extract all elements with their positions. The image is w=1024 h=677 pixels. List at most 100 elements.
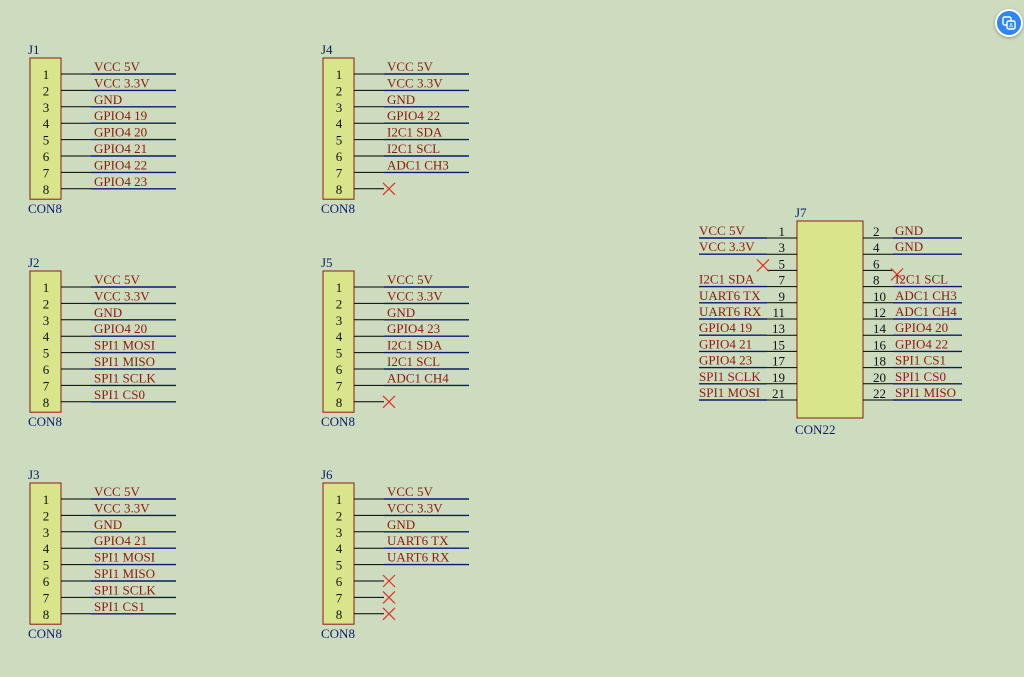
pin-number: 1 bbox=[779, 224, 786, 239]
connector-designator: J1 bbox=[28, 42, 40, 57]
pin-number: 1 bbox=[43, 67, 50, 82]
pin-number: 4 bbox=[336, 116, 343, 131]
no-connect-mark bbox=[382, 607, 396, 621]
pin-number: 22 bbox=[873, 386, 886, 401]
net-label: I2C1 SCL bbox=[387, 354, 440, 369]
connector-designator: J2 bbox=[28, 255, 40, 270]
net-label: I2C1 SCL bbox=[895, 272, 948, 287]
net-label: ADC1 CH4 bbox=[895, 304, 957, 319]
net-label: VCC 3.3V bbox=[387, 500, 443, 515]
net-label: GPIO4 22 bbox=[94, 157, 147, 172]
header-value: CON22 bbox=[795, 422, 835, 437]
pin-number: 7 bbox=[779, 273, 786, 288]
pin-number: 1 bbox=[43, 280, 50, 295]
net-label: GPIO4 19 bbox=[94, 108, 147, 123]
pin-number: 8 bbox=[336, 607, 343, 622]
pin-number: 3 bbox=[43, 525, 50, 540]
net-label: VCC 5V bbox=[94, 272, 140, 287]
net-label: GPIO4 20 bbox=[94, 125, 147, 140]
pin-number: 2 bbox=[43, 296, 50, 311]
net-label: GND bbox=[94, 92, 122, 107]
pin-number: 3 bbox=[336, 313, 343, 328]
net-label: GPIO4 23 bbox=[387, 321, 440, 336]
net-label: GPIO4 21 bbox=[94, 533, 147, 548]
connector-body bbox=[29, 57, 62, 200]
pin-number: 1 bbox=[336, 67, 343, 82]
net-label: SPI1 SCLK bbox=[94, 582, 156, 597]
pin-number: 8 bbox=[873, 273, 880, 288]
connector-value: CON8 bbox=[28, 626, 62, 641]
net-label: ADC1 CH3 bbox=[387, 157, 449, 172]
net-label: VCC 3.3V bbox=[94, 500, 150, 515]
pin-number: 20 bbox=[873, 370, 886, 385]
net-label: GND bbox=[895, 223, 923, 238]
net-label: GPIO4 19 bbox=[699, 320, 752, 335]
connector-body bbox=[322, 482, 355, 625]
net-label: VCC 5V bbox=[387, 484, 433, 499]
net-label: GND bbox=[94, 517, 122, 532]
connector-designator: J6 bbox=[321, 467, 333, 482]
pin-number: 21 bbox=[772, 386, 785, 401]
net-label: UART6 RX bbox=[699, 304, 762, 319]
net-label: VCC 3.3V bbox=[94, 75, 150, 90]
pin-number: 8 bbox=[336, 182, 343, 197]
net-label: VCC 3.3V bbox=[699, 239, 755, 254]
pin-number: 7 bbox=[43, 378, 50, 393]
connector-designator: J4 bbox=[321, 42, 333, 57]
pin-number: 1 bbox=[43, 492, 50, 507]
pin-number: 6 bbox=[43, 362, 50, 377]
pin-number: 10 bbox=[873, 289, 886, 304]
net-label: GND bbox=[895, 239, 923, 254]
pin-number: 8 bbox=[43, 395, 50, 410]
pin-number: 5 bbox=[336, 558, 343, 573]
no-connect-mark bbox=[382, 574, 396, 588]
connector-value: CON8 bbox=[321, 201, 355, 216]
header-designator: J7 bbox=[795, 205, 807, 220]
no-connect-mark bbox=[382, 395, 396, 409]
net-label: GND bbox=[387, 305, 415, 320]
net-label: SPI1 SCLK bbox=[699, 369, 761, 384]
no-connect-mark bbox=[382, 182, 396, 196]
connector-body bbox=[322, 57, 355, 200]
translate-button[interactable]: A bbox=[995, 9, 1023, 37]
pin-number: 6 bbox=[873, 256, 880, 271]
pin-number: 5 bbox=[43, 558, 50, 573]
pin-number: 5 bbox=[779, 256, 786, 271]
net-label: GPIO4 23 bbox=[94, 174, 147, 189]
connector-value: CON8 bbox=[321, 414, 355, 429]
pin-number: 3 bbox=[336, 100, 343, 115]
pin-number: 19 bbox=[772, 370, 785, 385]
pin-number: 3 bbox=[43, 313, 50, 328]
pin-number: 5 bbox=[43, 133, 50, 148]
connector-body bbox=[29, 270, 62, 413]
pin-number: 4 bbox=[336, 329, 343, 344]
pin-number: 7 bbox=[336, 590, 343, 605]
header-body bbox=[796, 220, 864, 419]
no-connect-mark bbox=[382, 590, 396, 604]
pin-number: 1 bbox=[336, 280, 343, 295]
net-label: SPI1 MISO bbox=[94, 566, 155, 581]
svg-text:A: A bbox=[1009, 23, 1014, 30]
net-label: GPIO4 21 bbox=[699, 336, 752, 351]
pin-number: 2 bbox=[43, 508, 50, 523]
pin-number: 5 bbox=[43, 346, 50, 361]
pin-number: 12 bbox=[873, 305, 886, 320]
net-label: I2C1 SDA bbox=[387, 125, 443, 140]
net-label: SPI1 CS1 bbox=[895, 353, 946, 368]
pin-number: 8 bbox=[336, 395, 343, 410]
pin-number: 16 bbox=[873, 337, 887, 352]
pin-number: 3 bbox=[43, 100, 50, 115]
net-label: GND bbox=[387, 517, 415, 532]
pin-number: 2 bbox=[336, 508, 343, 523]
net-label: SPI1 CS1 bbox=[94, 599, 145, 614]
net-label: GND bbox=[94, 305, 122, 320]
pin-number: 7 bbox=[43, 165, 50, 180]
pin-number: 8 bbox=[43, 182, 50, 197]
pin-number: 4 bbox=[43, 329, 50, 344]
connector-value: CON8 bbox=[28, 201, 62, 216]
net-label: SPI1 MISO bbox=[895, 385, 956, 400]
net-label: VCC 5V bbox=[387, 59, 433, 74]
net-label: SPI1 MISO bbox=[94, 354, 155, 369]
pin-number: 6 bbox=[43, 574, 50, 589]
